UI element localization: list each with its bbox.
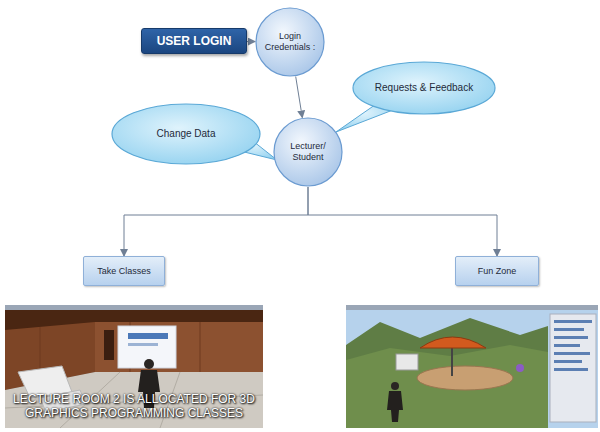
- wall-seam: [200, 322, 201, 372]
- flow-arrow: [308, 187, 497, 256]
- panel-row: [554, 368, 588, 371]
- avatar-body: [387, 391, 403, 422]
- node-label: Change Data: [157, 128, 216, 140]
- process-circle-shape: [256, 8, 324, 76]
- flow-arrow: [296, 77, 303, 118]
- callout-bubble: Requests & Feedback: [352, 61, 496, 115]
- panel-row: [554, 328, 584, 331]
- panel-row: [554, 320, 592, 323]
- whiteboard-heading: [128, 333, 168, 339]
- window-bar: [346, 305, 598, 310]
- screenshot-caption: LECTURE ROOM 2 IS ALLOCATED FOR 3D GRAPH…: [8, 392, 260, 421]
- callout-bubble: Change Data: [111, 103, 261, 165]
- node-label: Fun Zone: [478, 266, 517, 277]
- sign-board: [396, 354, 418, 370]
- prop-ball: [516, 364, 524, 372]
- dance-floor: [417, 366, 513, 390]
- panel-row: [554, 352, 590, 355]
- start-box: USER LOGIN: [141, 28, 247, 54]
- node-label: Requests & Feedback: [375, 82, 473, 94]
- option-box: Take Classes: [83, 256, 165, 286]
- avatar-head: [391, 382, 399, 390]
- door: [104, 330, 114, 360]
- avatar-head: [144, 359, 154, 369]
- callout-bubble-shape: [353, 62, 495, 114]
- back-wall: [95, 322, 263, 372]
- node-label: Take Classes: [97, 266, 151, 277]
- panel-row: [554, 344, 580, 347]
- node-label: Lecturer/ Student: [282, 141, 334, 163]
- screenshot-frame: [5, 305, 263, 428]
- panel-row: [554, 360, 582, 363]
- flow-arrow: [124, 187, 308, 256]
- window-bar: [5, 305, 263, 310]
- whiteboard-line: [128, 343, 158, 346]
- process-circle-shape: [274, 118, 342, 186]
- option-box: Fun Zone: [455, 256, 539, 286]
- process-circle: Lecturer/ Student: [273, 117, 343, 187]
- whiteboard: [118, 326, 176, 368]
- callout-bubble-shape: [112, 104, 260, 164]
- node-label: Login Credentials :: [264, 31, 316, 53]
- lecture-room-screenshot: [5, 305, 263, 428]
- node-label: USER LOGIN: [157, 34, 232, 48]
- sky: [346, 305, 598, 428]
- ground: [346, 345, 548, 428]
- panel-row: [554, 336, 588, 339]
- canopy: [420, 337, 486, 348]
- fun-zone-screenshot: [346, 305, 598, 428]
- process-circle: Login Credentials :: [255, 7, 325, 77]
- canopy-pole: [451, 346, 453, 376]
- flow-arrow: [247, 41, 255, 42]
- inventory-panel: [550, 314, 596, 422]
